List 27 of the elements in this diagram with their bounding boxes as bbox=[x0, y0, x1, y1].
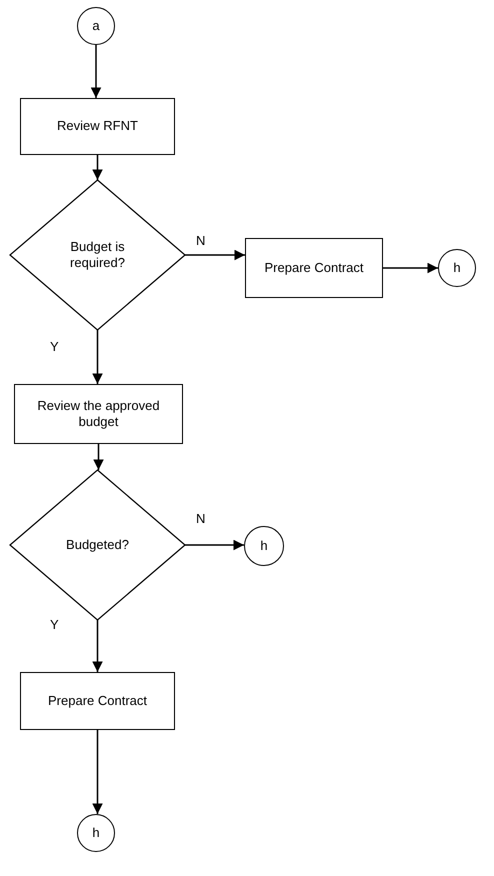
node-label: Budget is required? bbox=[69, 238, 126, 272]
arrow bbox=[92, 330, 103, 384]
node-label: Prepare Contract bbox=[47, 692, 148, 710]
edge-label: Y bbox=[50, 340, 59, 353]
node-label: Prepare Contract bbox=[264, 260, 364, 276]
node-label: a bbox=[91, 18, 101, 34]
node-label: Budgeted? bbox=[66, 536, 129, 554]
arrow bbox=[93, 444, 104, 470]
edge-label: Y bbox=[50, 618, 59, 631]
arrow bbox=[92, 155, 103, 180]
arrow bbox=[185, 540, 244, 550]
process-box bbox=[20, 98, 175, 155]
arrow bbox=[92, 620, 103, 672]
arrow bbox=[383, 262, 438, 274]
arrow bbox=[185, 250, 245, 260]
node-label: Review RFNT bbox=[56, 118, 139, 135]
process-box bbox=[245, 238, 383, 298]
process-box bbox=[20, 672, 175, 730]
arrow bbox=[92, 730, 103, 814]
node-label: Review the approved budget bbox=[36, 398, 161, 430]
process-box bbox=[14, 384, 183, 444]
node-label: h bbox=[91, 824, 101, 842]
arrow bbox=[90, 45, 102, 98]
edge-label: N bbox=[196, 512, 206, 525]
edge-label: N bbox=[196, 234, 206, 247]
node-label: h bbox=[452, 260, 462, 276]
node-label: h bbox=[259, 538, 269, 554]
